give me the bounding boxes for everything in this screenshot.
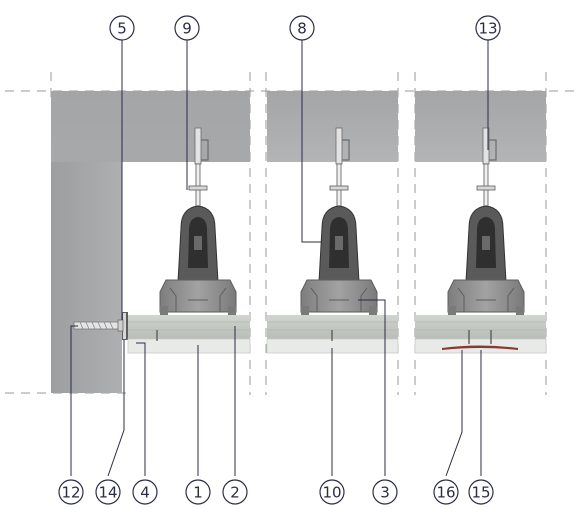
structure [51, 91, 546, 393]
hanger-rod [195, 163, 201, 207]
callout-9-circle [174, 15, 200, 41]
wall-anchor [73, 319, 124, 332]
gypsum-board-left [127, 338, 251, 354]
callout-3-circle [372, 479, 398, 505]
callout-15-label: 15 [471, 484, 490, 502]
hanger-rod [336, 163, 342, 207]
ceiling-panel-left [128, 315, 250, 339]
bracket-folds [310, 287, 368, 312]
callout-8-circle [289, 15, 315, 41]
isolator-core [482, 236, 490, 250]
hanger-assembly-1 [159, 127, 237, 315]
bracket-clip-right [369, 306, 377, 315]
leader-line-8 [301, 40, 322, 243]
panel-screws [156, 330, 492, 344]
callout-2-circle [222, 479, 248, 505]
rod-nut [476, 185, 496, 191]
callout-8-label: 8 [297, 20, 307, 38]
callout-9: 9 [174, 15, 200, 41]
callout-10-circle [319, 479, 345, 505]
callout-2-label: 2 [230, 484, 240, 502]
callout-10-label: 10 [322, 484, 341, 502]
bracket-clip-right [228, 306, 236, 315]
callout-15-circle [468, 479, 494, 505]
callout-14-label: 14 [98, 484, 117, 502]
callout-14: 14 [95, 479, 121, 505]
bracket-clip-left [160, 306, 168, 315]
ceiling-panels [73, 312, 547, 354]
anchor-hook [342, 139, 350, 161]
callout-1-circle [185, 479, 211, 505]
bracket-clip-left [448, 306, 456, 315]
callout-5: 5 [109, 15, 135, 41]
wall-anchor-head [117, 319, 124, 332]
isolator-core [335, 236, 343, 250]
callout-15: 15 [468, 479, 494, 505]
carrier-bracket [300, 279, 378, 313]
callout-4: 4 [132, 479, 158, 505]
slab-anchor [335, 127, 343, 165]
callout-4-label: 4 [140, 484, 150, 502]
callout-5-label: 5 [117, 20, 127, 38]
anchor-hook [489, 139, 497, 161]
leader-line-4 [136, 342, 146, 476]
callout-12-circle [58, 479, 84, 505]
callout-12: 12 [58, 479, 84, 505]
bracket-clip-left [301, 306, 309, 315]
hanger-assembly-3 [447, 127, 525, 315]
callout-2: 2 [222, 479, 248, 505]
callout-3-label: 3 [380, 484, 390, 502]
leader-line-14 [107, 340, 125, 477]
concrete-slab-right [415, 91, 546, 162]
hanger-rod [483, 163, 489, 207]
bracket-clip-right [516, 306, 524, 315]
hanger-assembly-2 [300, 127, 378, 315]
anchor-hook [201, 139, 209, 161]
concrete-wall [51, 162, 122, 393]
callout-16-circle [433, 479, 459, 505]
callout-10: 10 [319, 479, 345, 505]
callout-13-circle [475, 15, 501, 41]
wall-angle-face [123, 313, 126, 339]
callout-16: 16 [433, 479, 459, 505]
callout-9-label: 9 [182, 20, 192, 38]
leader-line-12 [70, 325, 78, 476]
callout-16-label: 16 [436, 484, 455, 502]
leader-line-16 [445, 350, 463, 477]
isolator-core [194, 236, 202, 250]
ceiling-panel-right [415, 315, 546, 339]
rod-nut [329, 185, 349, 191]
hanger-assemblies [159, 127, 525, 315]
callout-4-circle [132, 479, 158, 505]
carrier-bracket [447, 279, 525, 313]
carrier-bracket [159, 279, 237, 313]
bracket-folds [457, 287, 515, 312]
wall-anchor-thread [79, 321, 114, 330]
callout-1-label: 1 [193, 484, 203, 502]
slab-anchor [194, 127, 202, 165]
rod-nut [188, 185, 208, 191]
callout-1: 1 [185, 479, 211, 505]
leader-line-3 [358, 299, 386, 476]
concrete-slab-middle [267, 91, 398, 162]
callout-8: 8 [289, 15, 315, 41]
callout-12-label: 12 [61, 484, 80, 502]
joint-sealant [442, 345, 518, 350]
callout-13: 13 [475, 15, 501, 41]
callout-13-label: 13 [478, 20, 497, 38]
callout-5-circle [109, 15, 135, 41]
callout-3: 3 [372, 479, 398, 505]
leader-lines [70, 40, 489, 477]
callout-14-circle [95, 479, 121, 505]
bracket-folds [169, 287, 227, 312]
